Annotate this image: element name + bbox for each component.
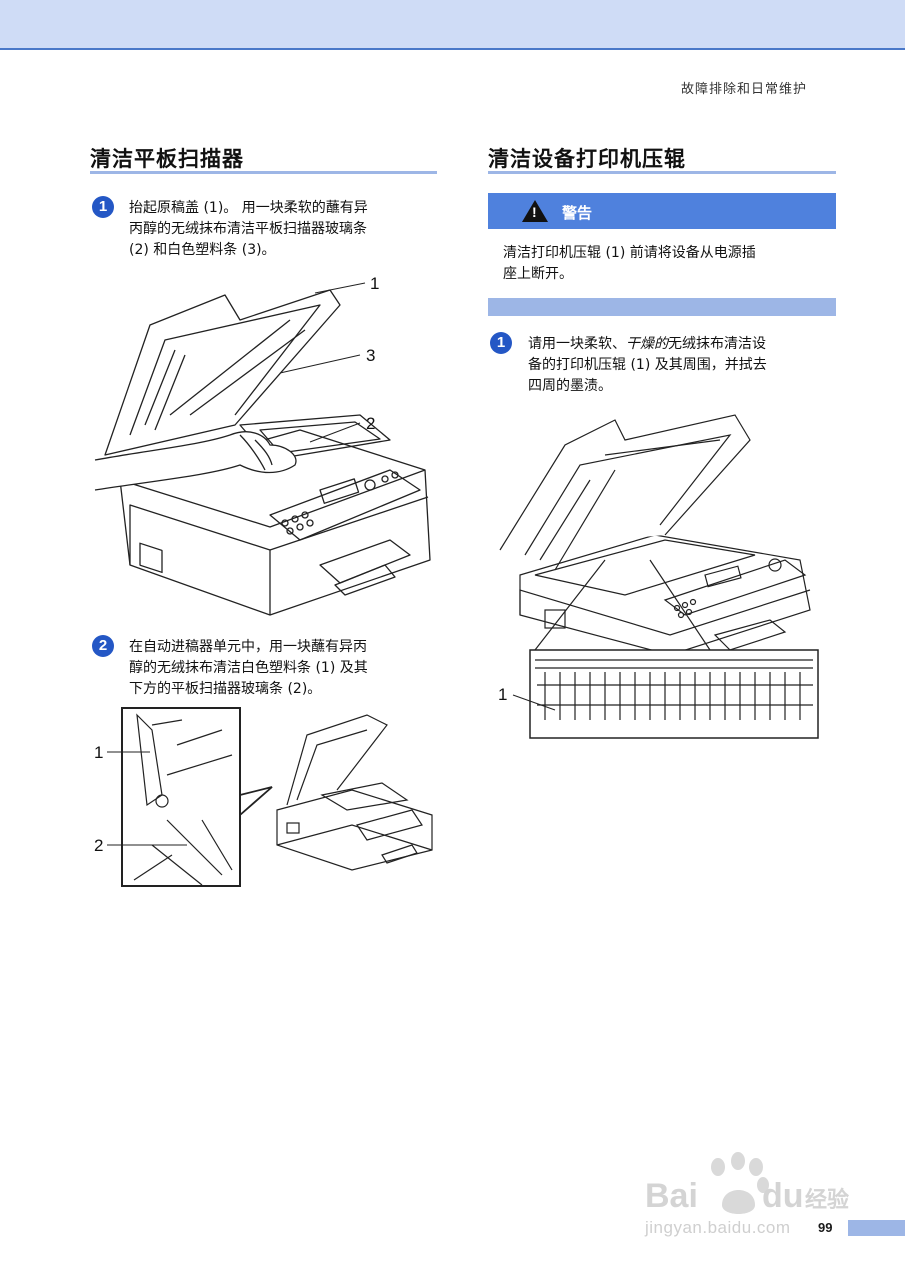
- figure-flatbed-cleaning: 1 3 2: [94, 274, 431, 616]
- section-rule: [90, 171, 437, 174]
- section-title-flatbed: 清洁平板扫描器: [90, 147, 244, 171]
- svg-text:经验: 经验: [805, 1187, 849, 1212]
- section-rule: [488, 171, 836, 174]
- running-header: 故障排除和日常维护: [680, 82, 807, 97]
- exclamation-icon: !: [532, 204, 537, 220]
- step-text: 在自动进稿器单元中，用一块蘸有异丙 醇的无绒抹布清洁白色塑料条 (1) 及其 下…: [129, 639, 368, 697]
- step-text: 请用一块柔软、干燥的无绒抹布清洁设 备的打印机压辊 (1) 及其周围，并拭去 四…: [528, 336, 767, 394]
- figure-platen-roller: 1: [498, 414, 819, 739]
- callout-label: 3: [366, 346, 375, 365]
- step-number: 2: [92, 635, 114, 657]
- watermark-logo: Bai du 经验: [645, 1152, 849, 1215]
- warning-text: 清洁打印机压辊 (1) 前请将设备从电源插 座上断开。: [503, 245, 756, 282]
- page-number-bar: [848, 1220, 905, 1236]
- callout-label: 1: [370, 274, 379, 293]
- step-number: 1: [490, 332, 512, 354]
- callout-label: 1: [94, 743, 103, 762]
- svg-text:du: du: [762, 1177, 804, 1215]
- svg-text:Bai: Bai: [645, 1177, 698, 1215]
- callout-label: 2: [366, 414, 375, 433]
- top-band: [0, 0, 905, 50]
- warning-icon: [522, 200, 548, 222]
- warning-banner: ! 警告: [488, 193, 836, 229]
- watermark-url: jingyan.baidu.com: [645, 1218, 791, 1237]
- figure-adf-cleaning: 1 2: [94, 707, 433, 887]
- step-text: 抬起原稿盖 (1)。 用一块柔软的蘸有异 丙醇的无绒抹布清洁平板扫描器玻璃条 (…: [129, 200, 368, 258]
- callout-label: 2: [94, 836, 103, 855]
- warning-label: 警告: [562, 204, 593, 222]
- warning-footer-bar: [488, 298, 836, 316]
- page-number: 99: [818, 1220, 833, 1235]
- callout-label: 1: [498, 685, 507, 704]
- section-title-roller: 清洁设备打印机压辊: [488, 147, 686, 171]
- step-number: 1: [92, 196, 114, 218]
